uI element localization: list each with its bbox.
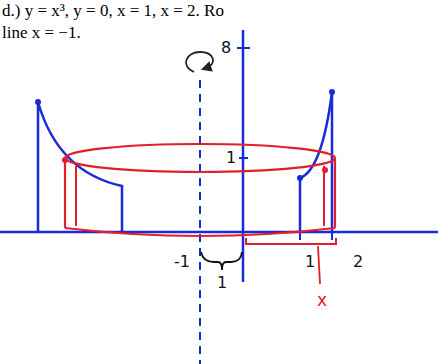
tick xyxy=(239,157,248,159)
shell-side xyxy=(64,158,66,228)
shell-bottom xyxy=(65,228,335,236)
radius-bracket xyxy=(246,238,336,244)
axis-value: 1 xyxy=(305,253,315,271)
shell-side xyxy=(334,158,336,228)
rotation-axis xyxy=(199,80,201,364)
problem-text: line x = −1. xyxy=(2,24,81,43)
y-axis xyxy=(242,30,245,282)
shell-side xyxy=(323,166,325,226)
axis-value: -1 xyxy=(174,253,190,271)
shell-top xyxy=(65,144,335,172)
axis-value: 2 xyxy=(353,253,363,271)
axis-value: 1 xyxy=(226,149,236,167)
point xyxy=(62,157,68,163)
mirror-curve xyxy=(38,102,122,232)
tick xyxy=(237,47,250,49)
radius-label: x xyxy=(317,291,327,310)
point xyxy=(322,167,328,173)
x-axis xyxy=(0,231,438,234)
shell-side xyxy=(75,166,77,226)
problem-text: d.) y = x³, y = 0, x = 1, x = 2. Ro xyxy=(2,2,224,21)
rotation-arrow xyxy=(186,52,213,72)
leader-line xyxy=(318,246,320,284)
brace xyxy=(201,252,242,270)
point xyxy=(329,89,335,95)
point xyxy=(35,99,41,105)
distance-label: 1 xyxy=(217,274,227,292)
point xyxy=(297,175,303,181)
axis-value: 8 xyxy=(221,39,231,57)
